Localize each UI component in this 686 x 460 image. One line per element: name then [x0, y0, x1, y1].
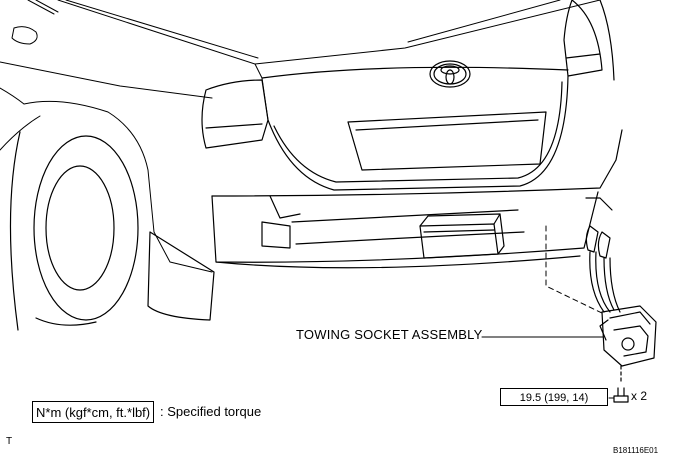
door-handle — [11, 26, 38, 45]
install-leader-line — [545, 225, 605, 315]
left-tail-light — [201, 79, 269, 149]
torque-unit-legend-box: N*m (kgf*cm, ft.*lbf) — [32, 401, 155, 423]
right-tail-light — [563, 0, 615, 81]
brand-emblem — [429, 60, 471, 88]
rear-bumper — [211, 129, 623, 269]
corner-mark: T — [6, 436, 13, 447]
bolt-icon — [613, 365, 629, 403]
figure-code: B181116E01 — [613, 446, 659, 455]
side-body-outline — [0, 61, 213, 273]
towing-socket-assembly-icon — [585, 225, 657, 367]
roof-outline — [27, 0, 601, 121]
mud-flap — [147, 231, 215, 321]
torque-spec-box: 19.5 (199, 14) — [500, 388, 608, 406]
torque-legend-description: : Specified torque — [160, 404, 262, 419]
towing-socket-assembly-label: TOWING SOCKET ASSEMBLY — [296, 327, 483, 342]
hitch-receiver — [419, 213, 505, 259]
rear-wheel — [9, 131, 139, 331]
bolt-quantity: x 2 — [631, 389, 648, 403]
tailgate — [261, 66, 569, 191]
